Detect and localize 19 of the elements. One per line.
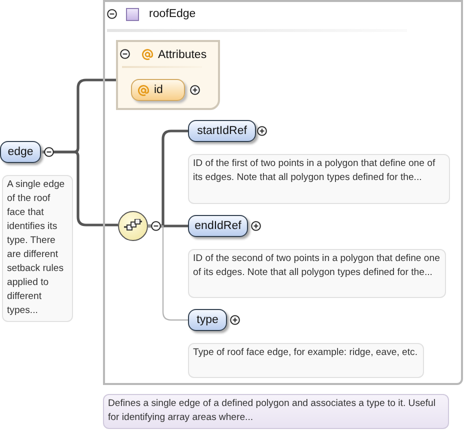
sequence-compositor (118, 211, 148, 241)
description-note: A single edge of the roof face that identifies its type. There are different setback rules applied to different types... (2, 175, 73, 322)
element-box: edge (0, 141, 41, 163)
connector-line (148, 225, 188, 321)
element-box: endIdRef (188, 215, 248, 237)
attributes-group-box (116, 40, 220, 110)
description-note: ID of the second of two points in a polygon that define one of its edges. Note that all polygon types defined for the... (188, 249, 446, 298)
attribute-name: id (154, 84, 163, 96)
connector-line (148, 224, 188, 228)
attribute-box (131, 79, 185, 101)
description-note: Type of roof face edge, for example: ridge, eave, etc. (188, 343, 424, 378)
connector-line (41, 150, 118, 226)
description-note: ID of the first of two points in a polygon that define one of its edges. Note that all polygon types defined for the... (188, 154, 450, 204)
description-note: Defines a single edge of a defined polygon and associates a type to it. Useful for identifying array areas where... (103, 394, 449, 429)
element-box: type (188, 309, 227, 331)
element-box: startIdRef (188, 120, 256, 142)
complex-type-box (103, 0, 463, 385)
type-name: roofEdge (149, 8, 196, 20)
group-title: Attributes (158, 49, 207, 61)
